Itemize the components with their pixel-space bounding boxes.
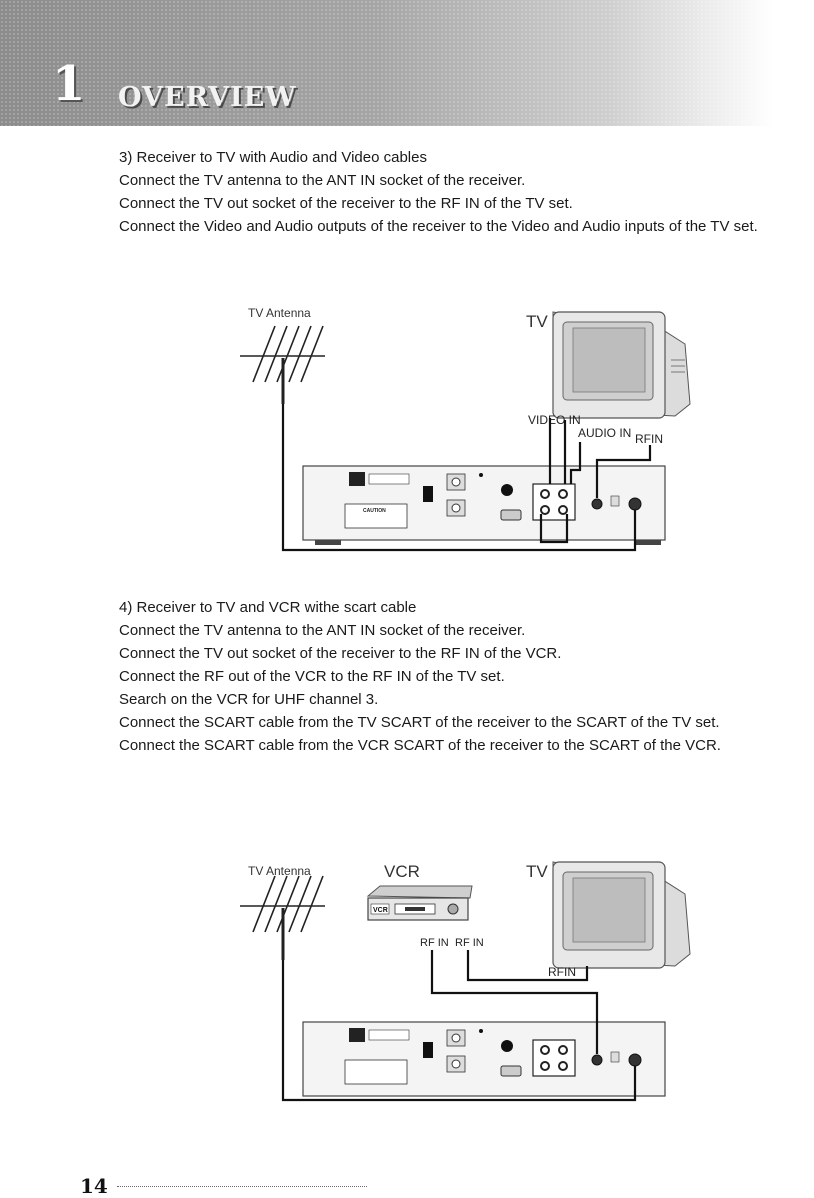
section-3-heading: 3) Receiver to TV with Audio and Video c… — [119, 149, 427, 166]
paragraph: Search on the VCR for UHF channel 3. — [119, 691, 379, 708]
tv-icon — [552, 311, 691, 419]
footer-divider — [117, 1186, 367, 1187]
chapter-title: OVERVIEW — [118, 82, 297, 113]
chapter-number: 1 — [52, 56, 86, 112]
vcr-badge: VCR — [373, 907, 388, 914]
rf-in-right-label: RF IN — [455, 937, 484, 949]
vcr-label: VCR — [384, 862, 420, 881]
paragraph: Connect the TV out socket of the receive… — [119, 645, 562, 662]
caution-label: CAUTION — [363, 508, 386, 514]
antenna-icon — [240, 325, 325, 404]
section-4-text: 4) Receiver to TV and VCR withe scart ca… — [119, 596, 813, 757]
header-texture — [0, 0, 814, 126]
tv-rf-in-label: RFIN — [548, 965, 576, 979]
receiver-back-panel — [302, 1021, 666, 1097]
paragraph: Connect the TV antenna to the ANT IN soc… — [119, 622, 526, 639]
section-4-heading: 4) Receiver to TV and VCR withe scart ca… — [119, 599, 417, 616]
paragraph: Connect the Video and Audio outputs of t… — [119, 218, 758, 235]
antenna-label: TV Antenna — [248, 306, 311, 320]
vcr-icon: VCR — [366, 885, 473, 921]
tv-icon — [552, 861, 691, 969]
paragraph: Connect the TV out socket of the receive… — [119, 195, 573, 212]
page-number: 14 — [80, 1174, 108, 1198]
video-in-label: VIDEO IN — [528, 413, 581, 427]
chapter-header: 1 OVERVIEW — [0, 0, 814, 126]
antenna-label: TV Antenna — [248, 864, 311, 878]
antenna-icon — [240, 875, 325, 960]
paragraph: Connect the SCART cable from the VCR SCA… — [119, 737, 721, 754]
tv-label: TV — [526, 312, 548, 331]
receiver-back-panel: CAUTION — [302, 465, 666, 545]
section-3-text: 3) Receiver to TV with Audio and Video c… — [119, 146, 813, 238]
tv-label: TV — [526, 862, 548, 881]
paragraph: Connect the TV antenna to the ANT IN soc… — [119, 172, 526, 189]
rf-in-label: RFIN — [635, 432, 663, 446]
diagram-receiver-tv-av: TV Antenna TV VIDEO IN AUDIO IN RFIN CAU… — [235, 300, 705, 560]
cable-lines — [281, 950, 637, 1102]
paragraph: Connect the SCART cable from the TV SCAR… — [119, 714, 720, 731]
cable-lines — [281, 404, 652, 552]
rf-in-left-label: RF IN — [420, 937, 449, 949]
audio-in-label: AUDIO IN — [578, 426, 631, 440]
paragraph: Connect the RF out of the VCR to the RF … — [119, 668, 505, 685]
diagram-receiver-tv-vcr: TV Antenna VCR VCR RF IN RF IN TV RFIN — [235, 850, 705, 1110]
